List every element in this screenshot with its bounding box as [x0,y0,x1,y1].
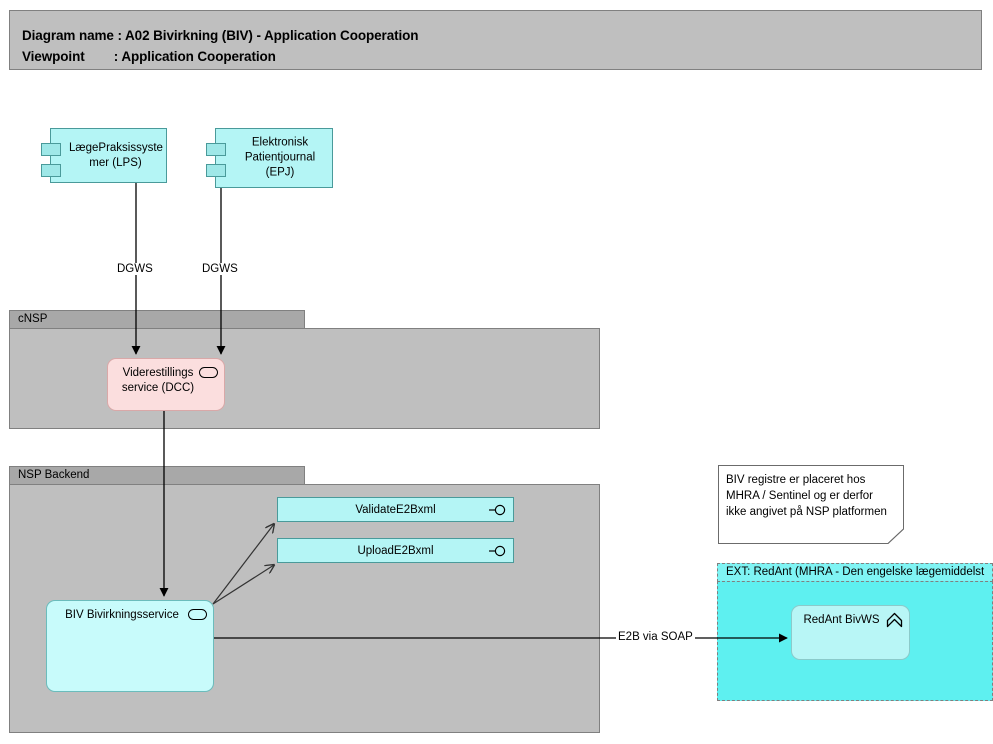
provided-interface-icon [489,545,506,556]
group-cnsp-label: cNSP [18,313,48,325]
function-redant-bivws-label: RedAnt BivWS [803,614,880,626]
interface-validate-e2bxml-label: ValidateE2Bxml [355,503,436,516]
viewpoint-text: Viewpoint : Application Cooperation [22,49,276,64]
interface-validate-e2bxml[interactable]: ValidateE2Bxml [277,497,514,522]
application-service-icon [188,609,207,620]
service-viderestillings-dcc[interactable]: Viderestillings service (DCC) [107,358,225,411]
service-biv-bivirkningsservice-label: BIV Bivirkningsservice [65,609,179,621]
component-port-icon [41,143,61,156]
note-biv-registre-text: BIV registre er placeret hos MHRA / Sent… [726,474,887,518]
diagram-name-text: Diagram name : A02 Bivirkning (BIV) - Ap… [22,28,419,43]
group-nsp-backend-tab: NSP Backend [9,466,305,485]
component-lps-label: LægePraksissyste mer (LPS) [69,141,163,169]
group-cnsp-body [9,328,600,429]
interface-upload-e2bxml-label: UploadE2Bxml [357,544,434,557]
application-service-icon [199,367,218,378]
interface-upload-e2bxml[interactable]: UploadE2Bxml [277,538,514,563]
note-biv-registre[interactable]: BIV registre er placeret hos MHRA / Sent… [718,465,904,544]
group-nsp-backend-label: NSP Backend [18,469,90,481]
component-epj[interactable]: Elektronisk Patientjournal (EPJ) [206,128,333,188]
edge-label-dgws-left: DGWS [115,263,155,275]
note-shape [718,465,904,544]
component-port-icon [206,143,226,156]
component-port-icon [206,164,226,177]
provided-interface-icon [489,504,506,515]
service-viderestillings-dcc-label: Viderestillings service (DCC) [121,367,195,394]
component-epj-label: Elektronisk Patientjournal (EPJ) [244,136,316,179]
group-ext-redant-tab: EXT: RedAnt (MHRA - Den engelske lægemid… [717,563,993,582]
application-function-icon [886,612,903,628]
component-lps[interactable]: LægePraksissyste mer (LPS) [41,128,167,183]
group-cnsp[interactable]: cNSP [9,310,600,429]
group-ext-redant-label: EXT: RedAnt (MHRA - Den engelske lægemid… [726,566,985,578]
service-biv-bivirkningsservice[interactable]: BIV Bivirkningsservice [46,600,214,692]
function-redant-bivws[interactable]: RedAnt BivWS [791,605,910,660]
edge-label-e2b-via-soap: E2B via SOAP [616,631,695,643]
component-port-icon [41,164,61,177]
diagram-title-bar: Diagram name : A02 Bivirkning (BIV) - Ap… [9,10,982,70]
group-cnsp-tab: cNSP [9,310,305,329]
edge-label-dgws-right: DGWS [200,263,240,275]
